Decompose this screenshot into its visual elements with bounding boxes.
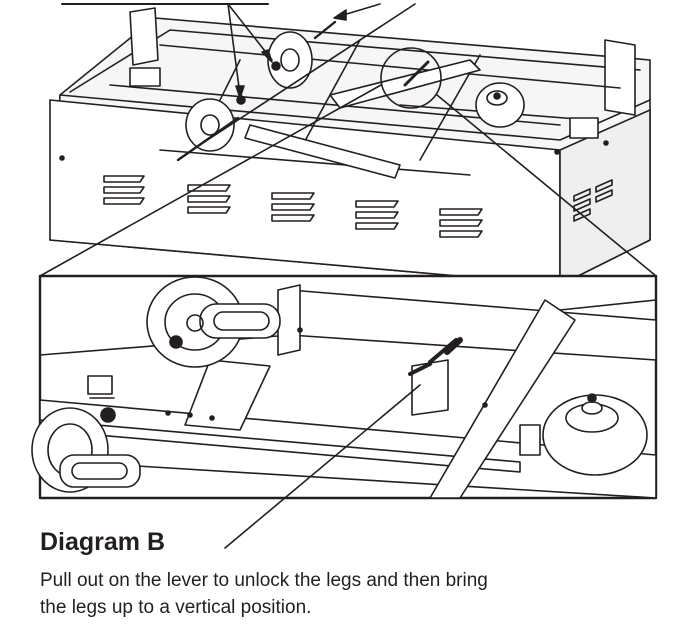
caster-wheel-top-left bbox=[267, 31, 313, 89]
callout-arrows bbox=[179, 3, 416, 159]
bed-frame-overview bbox=[49, 3, 651, 286]
caption-line-1: Pull out on the lever to unlock the legs… bbox=[40, 570, 488, 591]
detail-inset bbox=[31, 274, 658, 500]
diagram-heading: Diagram B bbox=[40, 528, 166, 556]
diagram-caption: Pull out on the lever to unlock the legs… bbox=[40, 567, 660, 621]
caster-wheel-right bbox=[475, 82, 525, 128]
leg-lock-lever bbox=[408, 337, 463, 416]
vent-slots bbox=[103, 175, 613, 238]
caster-wheel-mid-left bbox=[185, 98, 235, 152]
caster-wheel-detail-right bbox=[542, 393, 648, 476]
lever-pointer-line bbox=[224, 384, 421, 549]
caster-wheel-detail-left bbox=[146, 276, 281, 368]
zoom-indicator bbox=[39, 47, 657, 277]
caster-wheel-detail-bottom bbox=[31, 407, 141, 493]
caption-line-2: the legs up to a vertical position. bbox=[40, 597, 312, 618]
